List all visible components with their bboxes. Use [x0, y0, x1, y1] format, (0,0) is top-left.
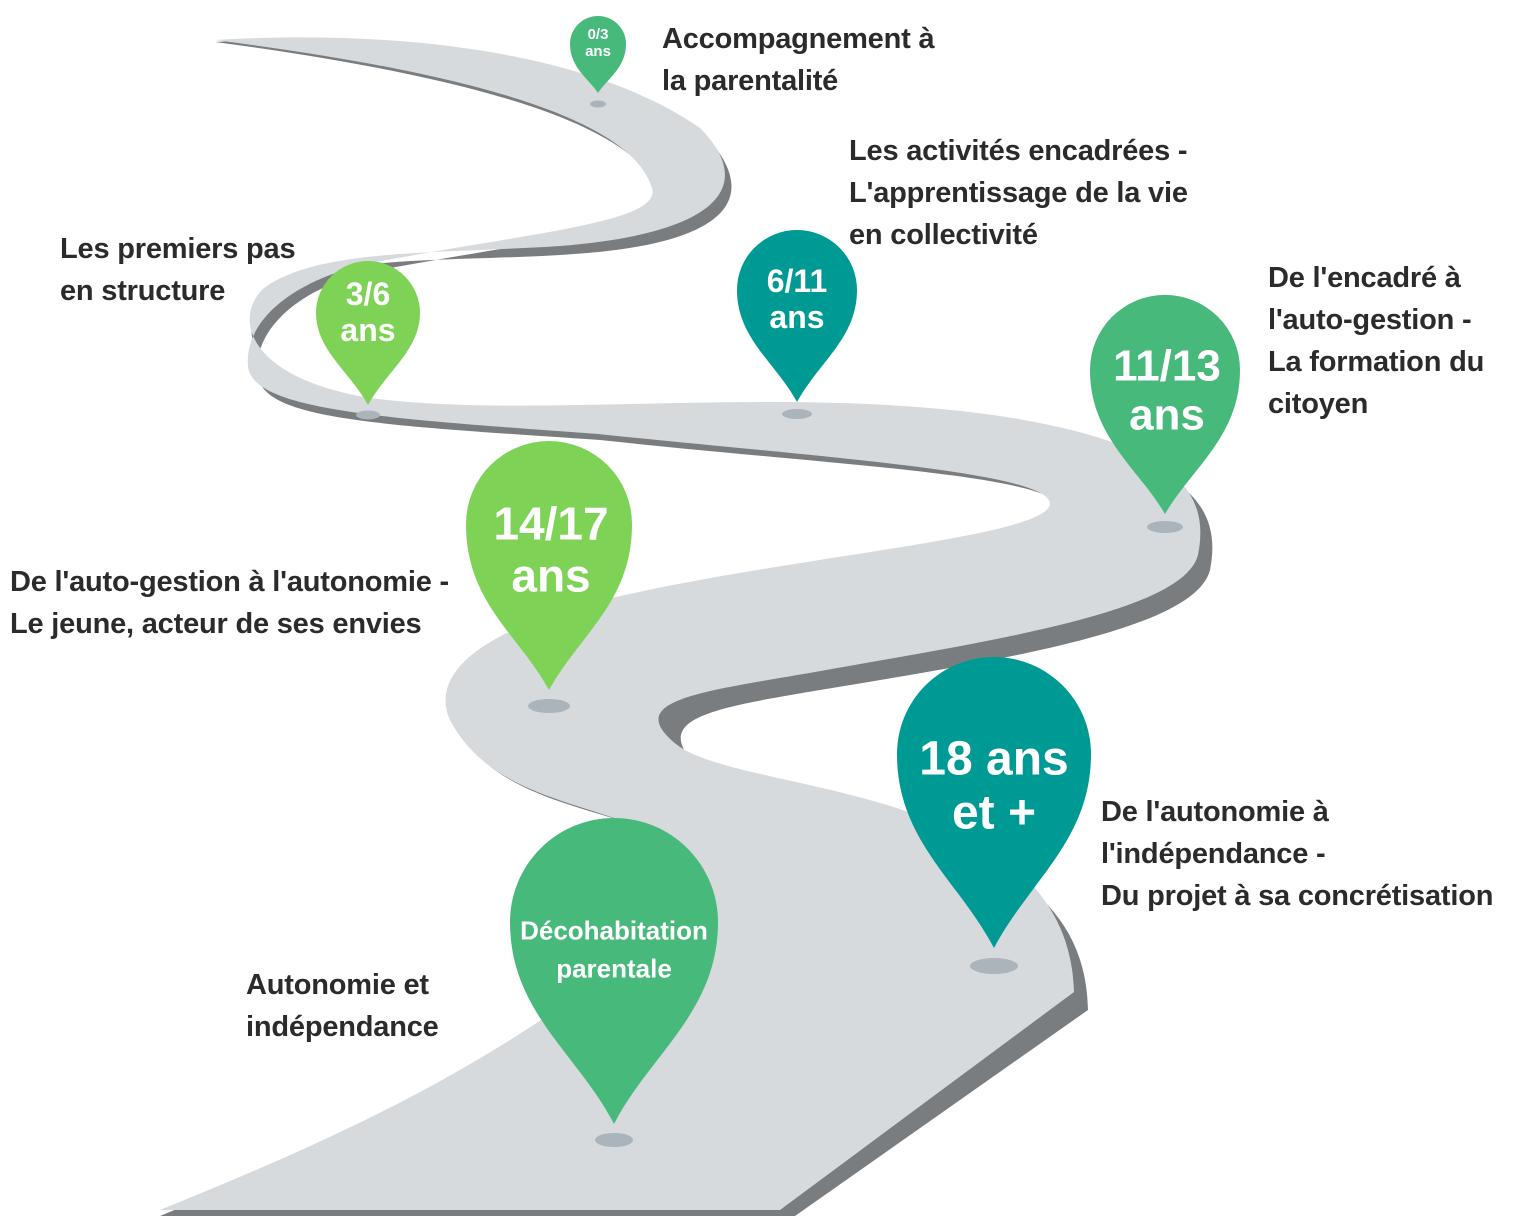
description-line: De l'encadré à [1268, 262, 1461, 294]
description-line: en structure [60, 275, 226, 307]
description-line: La formation du [1268, 346, 1485, 378]
description-line: citoyen [1268, 388, 1369, 420]
description-line: l'auto-gestion - [1268, 304, 1472, 336]
pin-text-line: parentale [556, 953, 672, 983]
description-decohabitation: Autonomie et indépendance [246, 964, 439, 1048]
pin-text-line: ans [1129, 391, 1205, 440]
pin-text-line: 3/6 [345, 276, 391, 313]
pin-text-line: 18 ans [919, 732, 1069, 786]
description-line: De l'auto-gestion à l'autonomie - [10, 566, 449, 598]
description-11-13: De l'encadré à l'auto-gestion - La forma… [1268, 257, 1484, 425]
pin-text-line: 11/13 [1113, 341, 1221, 391]
pin-label-6-11: 6/11 ans [766, 263, 828, 336]
pin-text-line: et + [951, 786, 1037, 839]
pin-label-18-plus: 18 ans et + [919, 732, 1068, 840]
description-line: Le jeune, acteur de ses envies [10, 608, 422, 640]
description-line: indépendance [246, 1011, 439, 1043]
description-6-11: Les activités encadrées - L'apprentissag… [849, 130, 1188, 256]
description-line: Les activités encadrées - [849, 135, 1188, 167]
pin-label-0-3: 0/3 ans [585, 26, 611, 61]
pin-text-line: 0/3 [587, 26, 609, 44]
pin-text-line: 14/17 [493, 497, 609, 550]
pin-text-line: ans [769, 299, 825, 335]
pin-label-decohabitation: Décohabitation parentale [520, 912, 708, 987]
pin-label-14-17: 14/17 ans [493, 498, 608, 601]
description-0-3: Accompagnement à la parentalité [662, 18, 935, 102]
description-line: l'indépendance - [1101, 838, 1326, 870]
pin-text-line: ans [511, 549, 591, 601]
description-line: Les premiers pas [60, 233, 296, 265]
description-line: Autonomie et [246, 969, 429, 1001]
description-line: en collectivité [849, 219, 1038, 251]
description-line: la parentalité [662, 65, 839, 97]
description-line: Du projet à sa concrétisation [1101, 880, 1494, 912]
description-line: De l'autonomie à [1101, 796, 1329, 828]
description-18-plus: De l'autonomie à l'indépendance - Du pro… [1101, 791, 1493, 917]
description-line: L'apprentissage de la vie [849, 177, 1188, 209]
pin-text-line: Décohabitation [520, 915, 708, 946]
pin-label-11-13: 11/13 ans [1113, 342, 1221, 441]
description-14-17: De l'auto-gestion à l'autonomie - Le jeu… [10, 561, 449, 645]
pin-text-line: ans [585, 43, 611, 60]
pin-text-line: ans [340, 312, 396, 348]
description-line: Accompagnement à [662, 23, 935, 55]
description-3-6: Les premiers pas en structure [60, 228, 296, 312]
pin-label-3-6: 3/6 ans [340, 276, 396, 349]
pin-text-line: 6/11 [766, 263, 828, 300]
